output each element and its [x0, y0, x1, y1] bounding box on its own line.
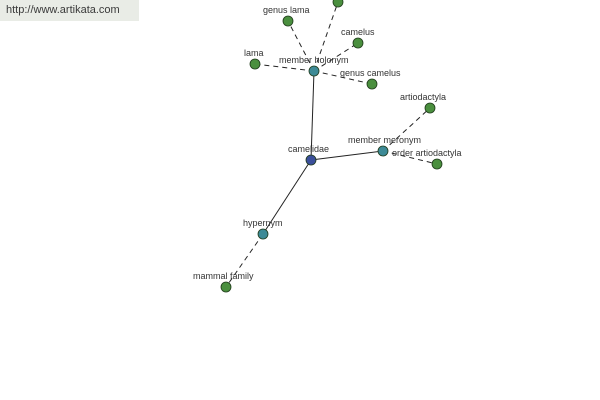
node-label-genus-camelus: genus camelus [340, 68, 401, 78]
node-label-camelus: camelus [341, 27, 375, 37]
edge-member-meronym-to-order-artiodactyla [382, 150, 438, 165]
edge-member-holonym-to-top-offscreen [313, 1, 339, 72]
node-label-member-holonym: member holonym [279, 55, 349, 65]
node-label-hypernym: hypernym [243, 218, 283, 228]
node-genus-lama[interactable] [282, 15, 294, 27]
node-label-member-meronym: member meronym [348, 135, 421, 145]
node-order-artiodactyla[interactable] [431, 158, 443, 170]
nodes-layer [220, 0, 443, 293]
edge-member-holonym-to-genus-lama [287, 20, 315, 72]
edge-member-meronym-to-artiodactyla [382, 107, 431, 152]
node-label-artiodactyla: artiodactyla [400, 92, 446, 102]
node-camelus[interactable] [352, 37, 364, 49]
node-label-genus-lama: genus lama [263, 5, 310, 15]
node-hypernym[interactable] [257, 228, 269, 240]
edges-layer [225, 1, 438, 288]
node-artiodactyla[interactable] [424, 102, 436, 114]
labels-layer: camelidae member holonym member meronym hyp… [193, 5, 462, 281]
edge-camelidae-to-member-meronym [310, 150, 384, 161]
edge-camelidae-to-hypernym [262, 159, 312, 235]
node-member-meronym[interactable] [377, 145, 389, 157]
edge-member-holonym-to-lama [254, 63, 315, 72]
node-label-order-artiodactyla: order artiodactyla [392, 148, 462, 158]
node-genus-camelus[interactable] [366, 78, 378, 90]
node-lama[interactable] [249, 58, 261, 70]
node-member-holonym[interactable] [308, 65, 320, 77]
node-mammal-family[interactable] [220, 281, 232, 293]
node-label-lama: lama [244, 48, 264, 58]
node-camelidae[interactable] [305, 154, 317, 166]
node-label-mammal-family: mammal family [193, 271, 254, 281]
site-url-watermark[interactable]: http://www.artikata.com [0, 0, 139, 21]
edge-member-holonym-to-genus-camelus [313, 70, 373, 85]
edge-hypernym-to-mammal-family [225, 233, 264, 288]
node-top-offscreen[interactable] [332, 0, 344, 8]
node-label-camelidae: camelidae [288, 144, 329, 154]
edge-camelidae-to-member-holonym [310, 70, 315, 161]
